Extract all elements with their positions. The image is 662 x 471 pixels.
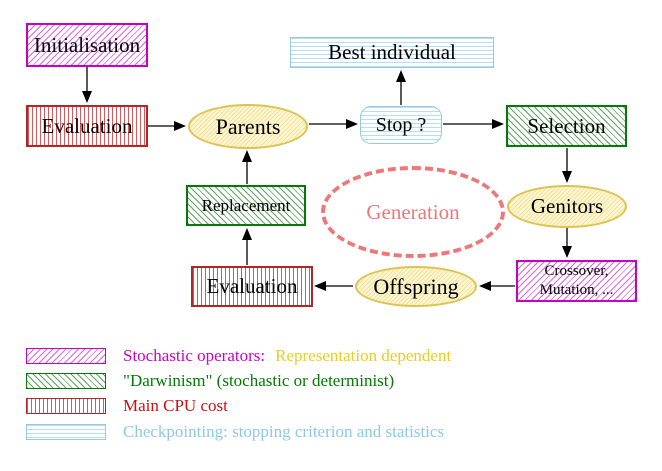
node-stop-label: Stop ? xyxy=(375,113,427,136)
node-replacement-label: Replacement xyxy=(201,195,291,215)
legend-label-darwinism: "Darwinism" (stochastic or determinist) xyxy=(123,371,395,390)
node-initialisation-label: Initialisation xyxy=(33,32,141,57)
node-offspring: Offspring xyxy=(355,266,477,307)
node-selection: Selection xyxy=(506,105,627,147)
node-crossover-line1: Crossover, xyxy=(544,263,609,280)
node-genitors: Genitors xyxy=(507,185,627,228)
node-initialisation: Initialisation xyxy=(26,23,148,67)
node-best-individual-label: Best individual xyxy=(328,40,456,65)
node-parents: Parents xyxy=(188,104,308,149)
node-replacement: Replacement xyxy=(186,185,306,226)
node-evaluation-top: Evaluation xyxy=(26,105,148,147)
node-evaluation-bottom-label: Evaluation xyxy=(206,274,298,299)
node-genitors-label: Genitors xyxy=(530,194,604,219)
legend-swatch-magenta-hatch xyxy=(26,348,106,364)
legend-text-darwinism: "Darwinism" (stochastic or determinist) xyxy=(123,371,394,391)
node-selection-label: Selection xyxy=(527,113,606,138)
legend-swatch-red-stripes xyxy=(26,398,106,414)
legend-label-stochastic-operators: Stochastic operators: xyxy=(123,346,266,365)
node-parents-label: Parents xyxy=(215,113,281,139)
legend-row-darwinism: "Darwinism" (stochastic or determinist) xyxy=(26,370,394,392)
legend-row-stochastic-operators: Stochastic operators: Representation depe… xyxy=(26,345,451,367)
legend-text-stochastic-operators: Stochastic operators: Representation depe… xyxy=(123,346,451,366)
node-generation: Generation xyxy=(321,166,505,258)
legend-label-main-cpu-cost: Main CPU cost xyxy=(123,396,228,415)
node-best-individual: Best individual xyxy=(290,37,494,68)
node-evaluation-top-label: Evaluation xyxy=(41,113,133,138)
node-evaluation-bottom: Evaluation xyxy=(191,266,313,307)
legend-text-checkpointing: Checkpointing: stopping criterion and st… xyxy=(123,422,444,442)
legend-label-representation-dependent: Representation dependent xyxy=(275,346,452,365)
node-stop: Stop ? xyxy=(360,106,442,144)
node-crossover-line2: Mutation, ... xyxy=(539,282,614,298)
legend-swatch-cyan-stripes xyxy=(26,424,106,440)
node-generation-label: Generation xyxy=(366,199,460,224)
legend-row-main-cpu-cost: Main CPU cost xyxy=(26,395,228,417)
node-offspring-label: Offspring xyxy=(373,273,459,299)
legend-label-checkpointing: Checkpointing: stopping criterion and st… xyxy=(123,422,445,441)
legend-text-main-cpu-cost: Main CPU cost xyxy=(123,396,228,416)
node-crossover-mutation: Crossover, Mutation, ... xyxy=(516,260,637,302)
legend-swatch-green-hatch xyxy=(26,373,106,389)
legend-row-checkpointing: Checkpointing: stopping criterion and st… xyxy=(26,421,444,443)
